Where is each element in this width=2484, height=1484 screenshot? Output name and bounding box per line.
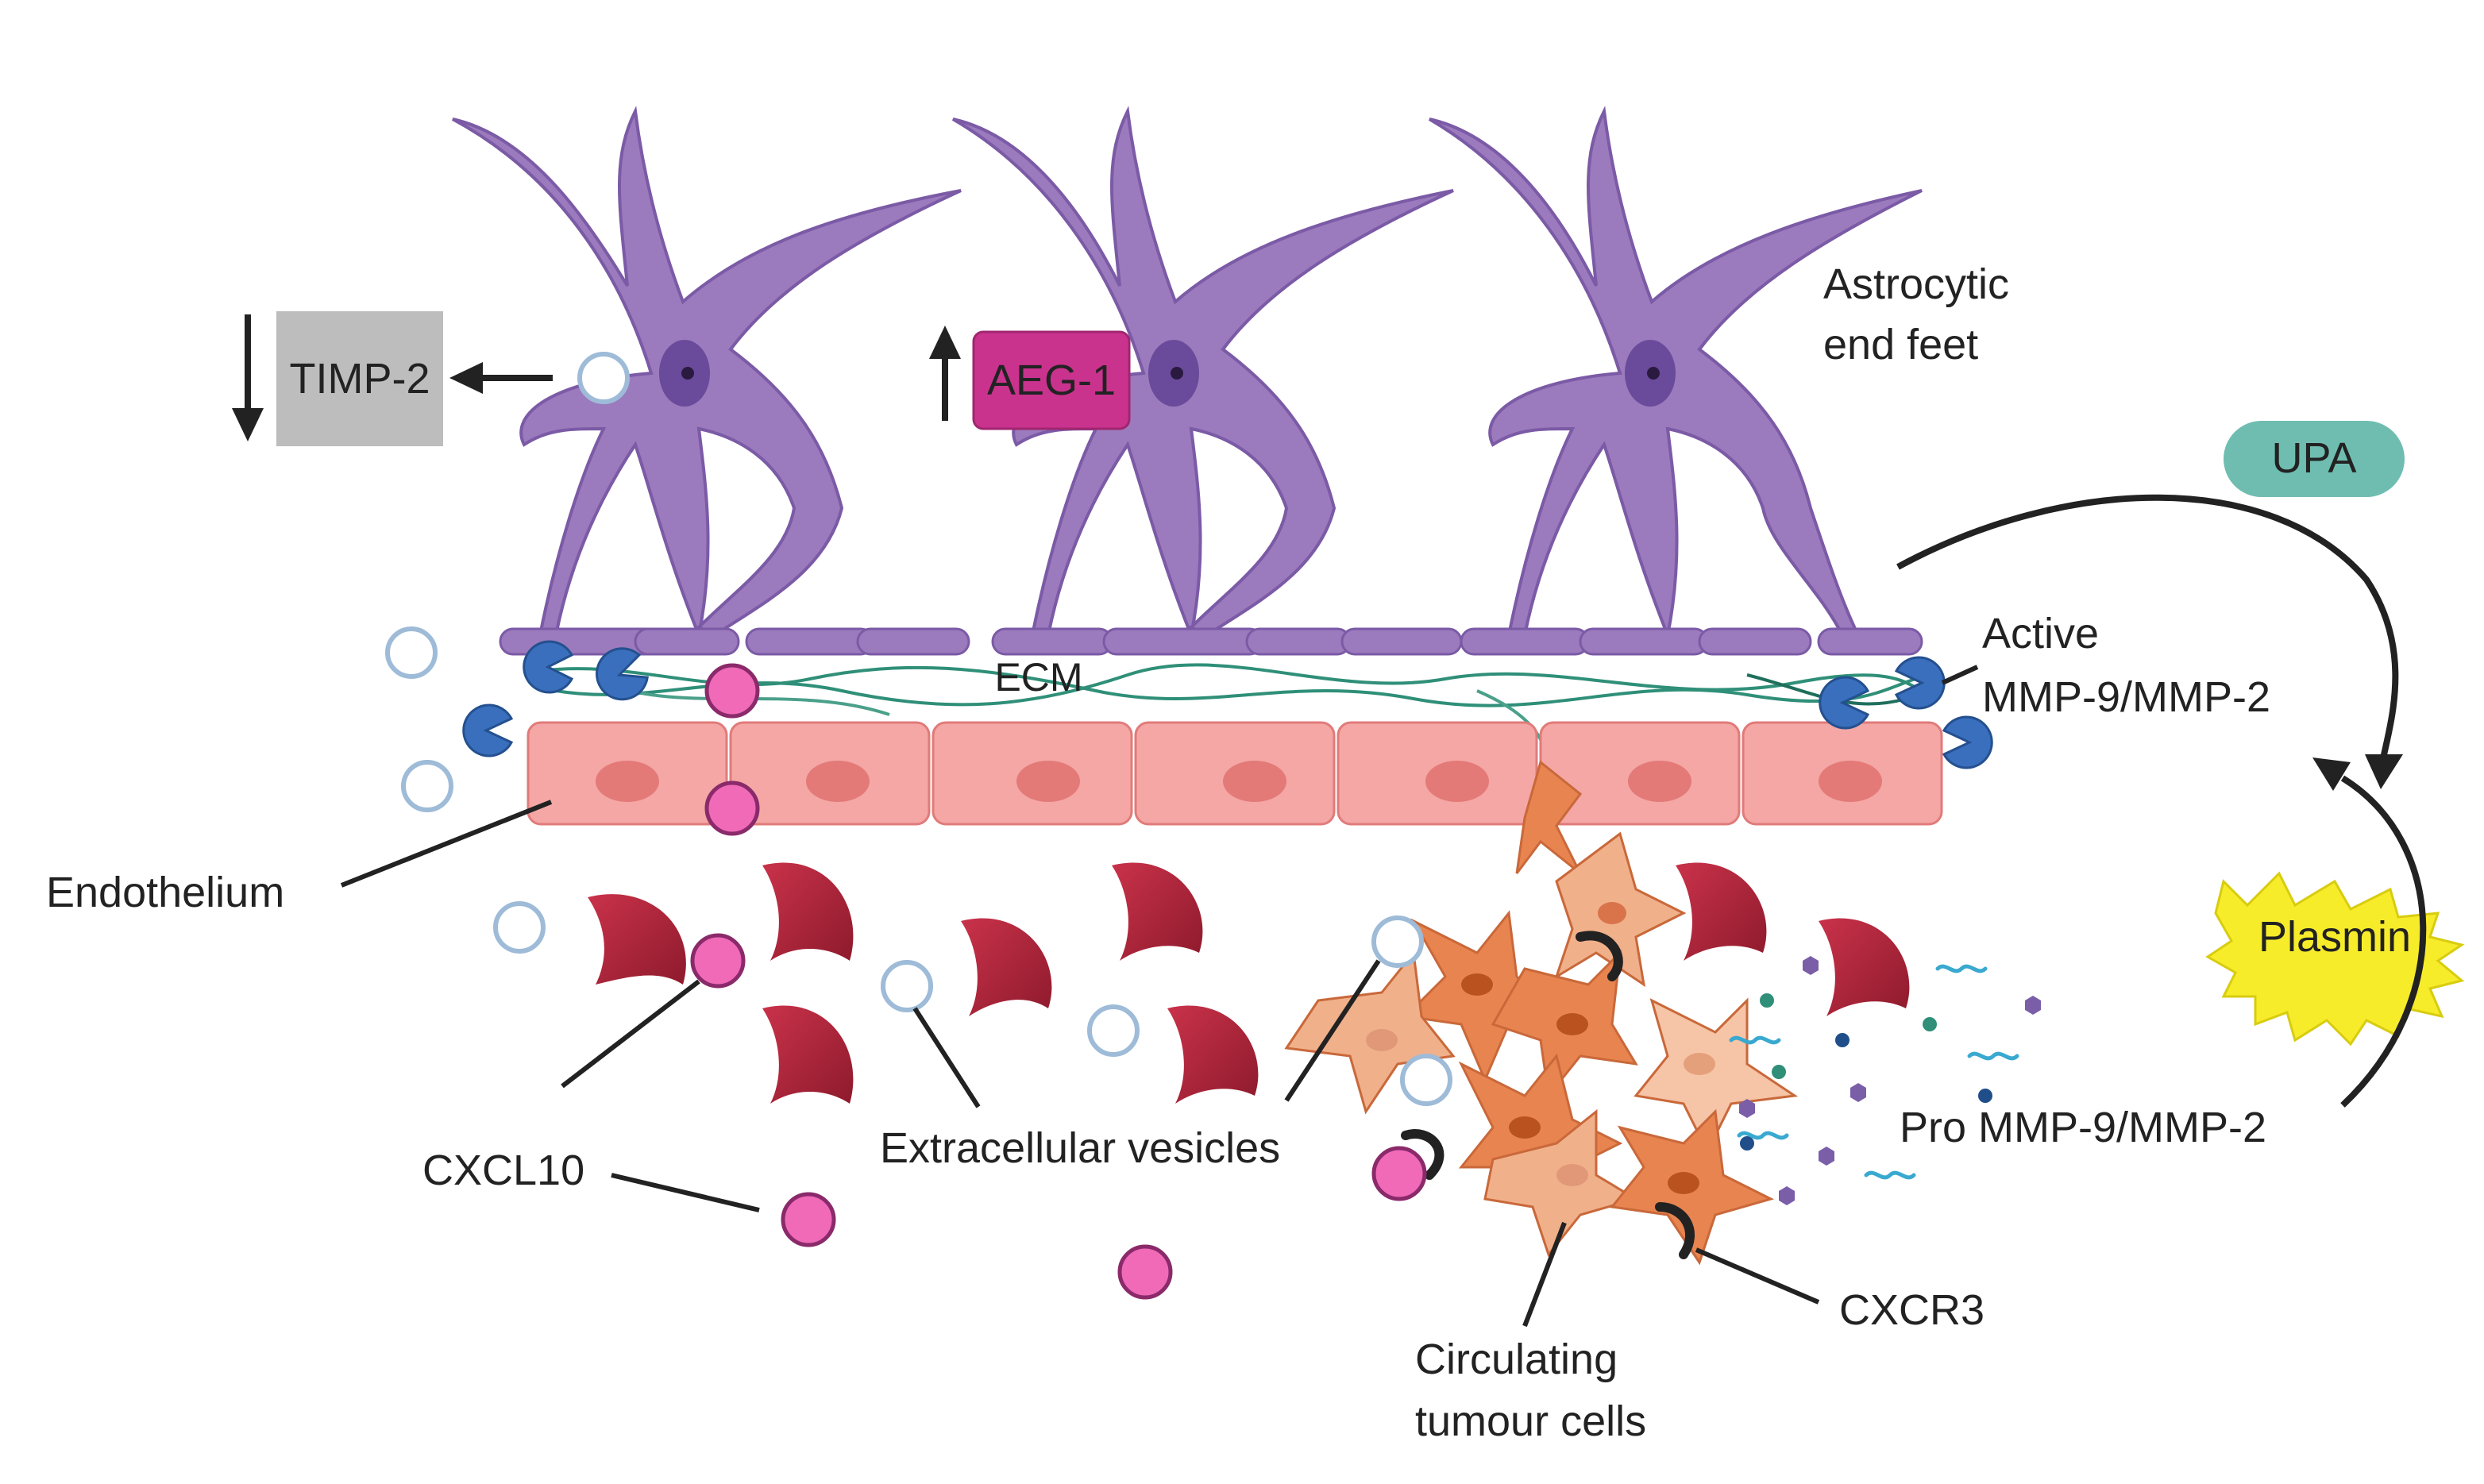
upa-pill: UPA: [2224, 421, 2405, 497]
endothelium-label: Endothelium: [46, 869, 284, 916]
leader-lines: [340, 665, 1979, 1328]
ecm-label: ECM: [994, 655, 1082, 700]
active-mmp-label: MMP-9/MMP-2: [1982, 673, 2270, 721]
aeg1-label: AEG-1: [987, 357, 1116, 404]
pro-mmp-label: Pro MMP-9/MMP-2: [1900, 1104, 2266, 1151]
aeg1-box: AEG-1: [972, 330, 1131, 430]
end-feet-label: end feet: [1823, 321, 1978, 368]
extracellular-vesicles: [385, 352, 1452, 1106]
pro-mmp-molecules: [1729, 956, 2041, 1205]
circulating-tumour-cells: [1284, 760, 1799, 1266]
red-blood-cells: [588, 862, 1910, 1104]
curved-arrow-heads: [2312, 754, 2403, 791]
timp2-box: TIMP-2: [276, 311, 443, 446]
astrocytic-label: Astrocytic: [1823, 260, 2009, 308]
arrows: [232, 314, 961, 441]
upa-label: UPA: [2271, 434, 2356, 482]
astrocyte-1: [452, 106, 962, 641]
cxcl10-label: CXCL10: [422, 1147, 584, 1194]
extracellular-vesicles-label: Extracellular vesicles: [880, 1124, 1280, 1172]
tumour-cells-label: tumour cells: [1415, 1397, 1646, 1445]
active-mmp-molecules: [462, 640, 1993, 769]
astrocyte-2: [951, 106, 1454, 641]
timp2-label: TIMP-2: [289, 355, 430, 403]
active-label: Active: [1982, 610, 2099, 657]
cxcr3-receptors: [1401, 931, 1695, 1259]
endothelium-layer: [526, 721, 1943, 826]
astrocyte-group: [452, 106, 1923, 641]
curved-arrows: [1896, 494, 2427, 1108]
plasmin-label: Plasmin: [2258, 913, 2411, 961]
circulating-label: Circulating: [1415, 1336, 1618, 1383]
cxcl10-molecules: [690, 663, 1427, 1300]
cxcr3-label: CXCR3: [1839, 1286, 1984, 1334]
astrocyte-3: [1428, 106, 1923, 641]
plasmin-star: Plasmin: [2205, 871, 2465, 1047]
astrocytic-end-feet: [499, 627, 1923, 656]
